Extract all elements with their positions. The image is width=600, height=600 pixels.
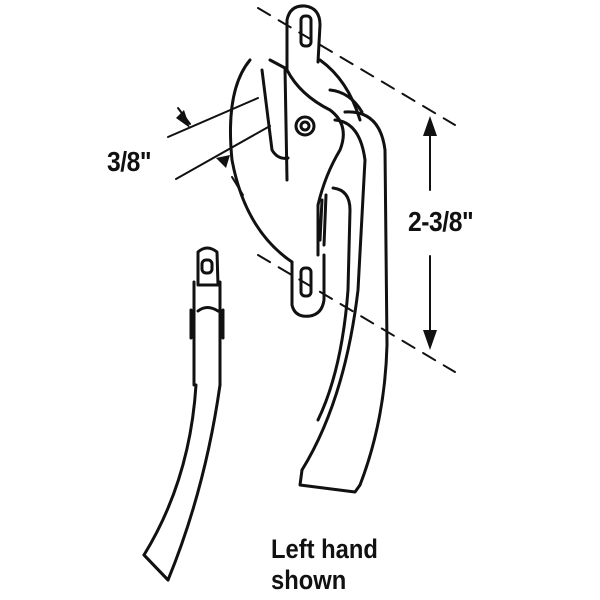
dimension-label-2-3-8: 2-3/8" — [408, 206, 474, 237]
main-handle-assembly — [229, 4, 389, 494]
dimension-label-3-8: 3/8" — [107, 146, 152, 177]
side-view-handle — [142, 246, 225, 582]
dimension-arrowheads — [176, 110, 437, 350]
caption: Left hand shown — [271, 534, 378, 596]
caption-line-2: shown — [271, 565, 347, 595]
caption-line-1: Left hand — [271, 534, 378, 564]
